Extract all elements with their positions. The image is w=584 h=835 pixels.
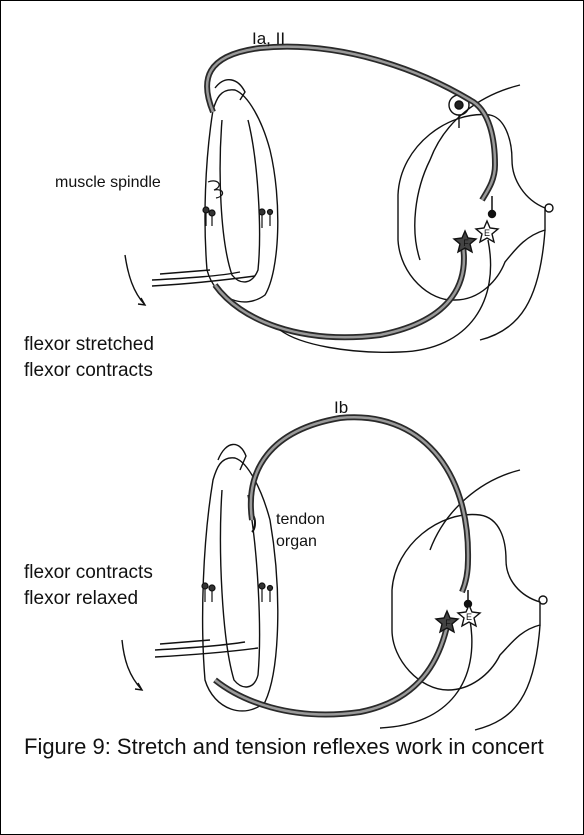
bottom-muscle-outline xyxy=(203,458,278,711)
top-fiber-label: Ia, II xyxy=(252,29,285,48)
bottom-limb-lines xyxy=(155,640,258,657)
bottom-caption-line1: flexor contracts xyxy=(24,562,153,583)
top-spindle-receptors xyxy=(203,207,273,228)
bottom-flexor-neuron-letter: F xyxy=(445,618,451,628)
top-muscle-inner xyxy=(220,120,259,282)
top-limb-lines xyxy=(152,270,255,286)
bottom-spindle-receptors xyxy=(202,583,273,602)
bottom-fiber-label: Ib xyxy=(334,398,348,417)
bottom-relax-arrow xyxy=(122,640,142,690)
figure-caption: Figure 9: Stretch and tension reflexes w… xyxy=(24,733,564,761)
bottom-spinal-cord-outline xyxy=(430,470,540,730)
tendon-organ-label-line2: organ xyxy=(276,533,317,550)
top-spinal-cord-outline xyxy=(415,85,545,340)
top-flexor-neuron-letter: F xyxy=(463,238,469,248)
tendon-organ-label-line1: tendon xyxy=(276,511,325,528)
bottom-afferent-fiber xyxy=(251,417,468,592)
top-central-canal xyxy=(545,204,553,212)
top-caption-line1: flexor stretched xyxy=(24,334,154,355)
bottom-caption-line2: flexor relaxed xyxy=(24,588,138,609)
top-stretch-arrow xyxy=(125,255,145,305)
bottom-panel xyxy=(122,417,547,730)
top-panel xyxy=(125,47,553,353)
top-motor-fiber xyxy=(215,240,464,337)
top-muscle-outline xyxy=(205,90,278,302)
top-extensor-neuron-letter: E xyxy=(484,228,490,238)
bottom-extensor-neuron-letter: E xyxy=(466,612,472,622)
top-spinal-gray-matter xyxy=(398,115,545,301)
bottom-central-canal xyxy=(539,596,547,604)
top-caption-line2: flexor contracts xyxy=(24,360,153,381)
muscle-spindle-label: muscle spindle xyxy=(55,174,161,191)
